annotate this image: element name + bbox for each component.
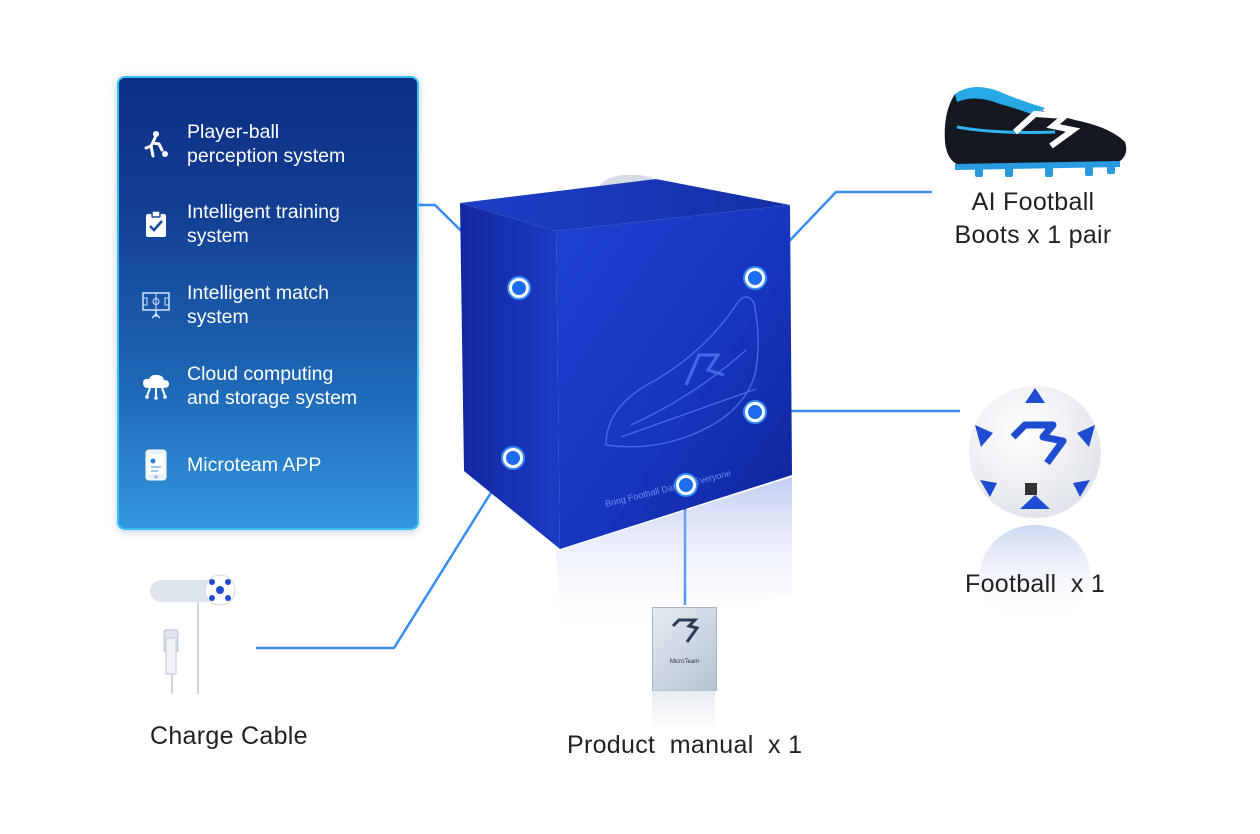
charge-cable-label: Charge Cable (150, 722, 308, 750)
charge-cable-image (150, 574, 236, 694)
features-panel: Player-ball perception system Intelligen… (117, 76, 419, 530)
product-box: Bring Football Data To Everyone (456, 174, 796, 645)
feature-cloud: Cloud computing and storage system (119, 362, 417, 410)
product-manual-label: Product manual x 1 (567, 731, 803, 759)
feature-label: Player-ball perception system (187, 121, 346, 167)
connector-dot-features (509, 278, 529, 298)
product-manual-image: MicroTeam (652, 607, 717, 691)
phone-app-icon (141, 449, 171, 481)
manual-reflection (652, 690, 715, 730)
clipboard-check-icon (141, 209, 171, 239)
boots-label: AI Football Boots x 1 pair (954, 188, 1112, 249)
feature-match: Intelligent match system (119, 281, 417, 329)
cloud-icon (141, 371, 171, 401)
connector-dot-manual (676, 475, 696, 495)
connector-dot-cable (503, 448, 523, 468)
football-image (969, 386, 1101, 625)
football-label: Football x 1 (965, 570, 1106, 598)
feature-label: Cloud computing and storage system (187, 363, 358, 409)
feature-label: Microteam APP (187, 454, 322, 476)
manual-brand: MicroTeam (669, 659, 700, 665)
feature-training: Intelligent training system (119, 200, 417, 248)
feature-app: Microteam APP (119, 449, 417, 481)
feature-player-ball: Player-ball perception system (119, 120, 417, 168)
product-box-graphic: Bring Football Data To Everyone (460, 174, 792, 635)
tactics-board-icon (141, 290, 171, 320)
feature-label: Intelligent match system (187, 282, 329, 328)
feature-label: Intelligent training system (187, 201, 340, 247)
football-boots-image (944, 87, 1127, 177)
player-kick-icon (141, 129, 171, 159)
connector-dot-ball (745, 402, 765, 422)
manual-logo-icon (671, 618, 700, 643)
connector-dot-boots (745, 268, 765, 288)
